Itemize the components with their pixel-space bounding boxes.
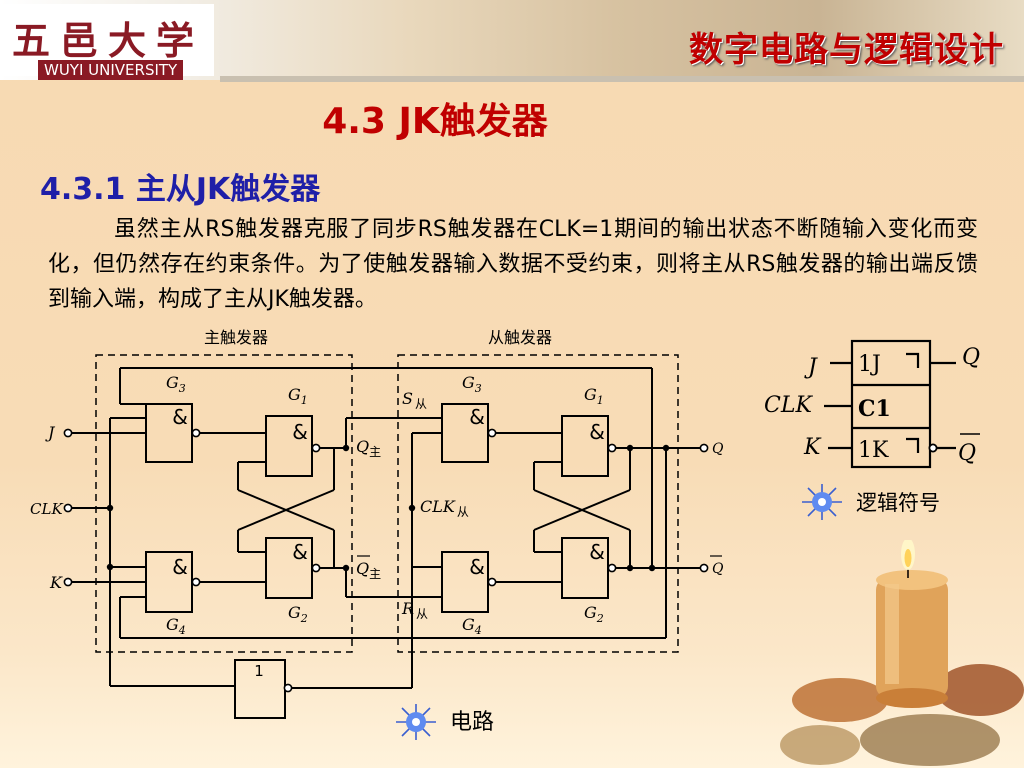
gate-symbol: &: [589, 420, 605, 444]
bubble: [191, 577, 201, 587]
symbol-output-qbar: Q: [958, 441, 976, 466]
slave-g1-gate: [561, 415, 609, 477]
bubble: [487, 577, 497, 587]
legend-star-icon: [396, 704, 436, 740]
body-paragraph: 虽然主从RS触发器克服了同步RS触发器在CLK=1期间的输出状态不断随输入变化而…: [48, 217, 978, 312]
input-j-label: J: [45, 423, 56, 442]
output-qbar-label: Q: [712, 561, 724, 577]
gate-symbol: &: [589, 540, 605, 564]
gate-label-slave-g3: G3: [462, 373, 482, 395]
gate-symbol: 1: [254, 662, 264, 680]
output-q-label: Q: [712, 441, 724, 457]
candle-decoration: [780, 540, 1024, 766]
qbar-master-label: Q主: [356, 559, 381, 581]
bubble: [311, 443, 321, 453]
bubble: [607, 443, 617, 453]
gate-symbol: &: [172, 405, 188, 429]
logo-english-text: WUYI UNIVERSITY: [38, 60, 184, 80]
bubble: [191, 428, 201, 438]
bubble: [283, 683, 293, 693]
jk-logic-symbol: [824, 339, 956, 469]
symbol-pin-1k: 1K: [858, 438, 889, 463]
bubble: [607, 563, 617, 573]
input-terminal: [63, 503, 73, 513]
symbol-output-q: Q: [962, 345, 980, 370]
master-region-box: [95, 354, 353, 653]
section-title: 4.3 JK触发器: [322, 101, 548, 142]
header-divider: [220, 76, 1024, 82]
legend-star-icon: [802, 484, 842, 520]
logo-chinese-text: 五邑大学: [12, 18, 205, 63]
gate-label-slave-g2: G2: [584, 603, 604, 625]
input-k-label: K: [49, 573, 63, 592]
master-label: 主触发器: [204, 328, 268, 347]
bubble: [487, 428, 497, 438]
bubble: [311, 563, 321, 573]
course-title: 数字电路与逻辑设计: [689, 30, 1004, 70]
gate-symbol: &: [292, 420, 308, 444]
input-clk-label: CLK: [30, 500, 63, 518]
slave-label: 从触发器: [488, 328, 552, 347]
output-terminal: [699, 563, 709, 573]
gate-label-slave-g4: G4: [462, 615, 482, 637]
gate-label-master-g3: G3: [166, 373, 186, 395]
input-terminal: [63, 428, 73, 438]
subsection-title: 4.3.1 主从JK触发器: [40, 172, 321, 207]
gate-symbol: &: [172, 555, 188, 579]
gate-label-master-g1: G1: [288, 385, 308, 407]
symbol-pin-1j: 1J: [858, 352, 881, 377]
output-terminal: [699, 443, 709, 453]
gate-label-master-g4: G4: [166, 615, 186, 637]
master-g1-gate: [265, 415, 313, 477]
gate-label-slave-g1: G1: [584, 385, 604, 407]
legend-circuit-label: 电路: [450, 710, 495, 735]
gate-symbol: &: [469, 405, 485, 429]
legend-symbol-label: 逻辑符号: [856, 491, 940, 515]
symbol-input-k: K: [803, 435, 822, 460]
symbol-input-j: J: [804, 355, 818, 380]
university-logo: 五邑大学 WUYI UNIVERSITY: [2, 4, 214, 80]
symbol-input-clk: CLK: [764, 393, 813, 418]
input-terminal: [63, 577, 73, 587]
gate-symbol: &: [292, 540, 308, 564]
q-master-label: Q主: [356, 437, 381, 459]
symbol-pin-c1: C1: [858, 396, 891, 422]
gate-label-master-g2: G2: [288, 603, 308, 625]
gate-symbol: &: [469, 555, 485, 579]
